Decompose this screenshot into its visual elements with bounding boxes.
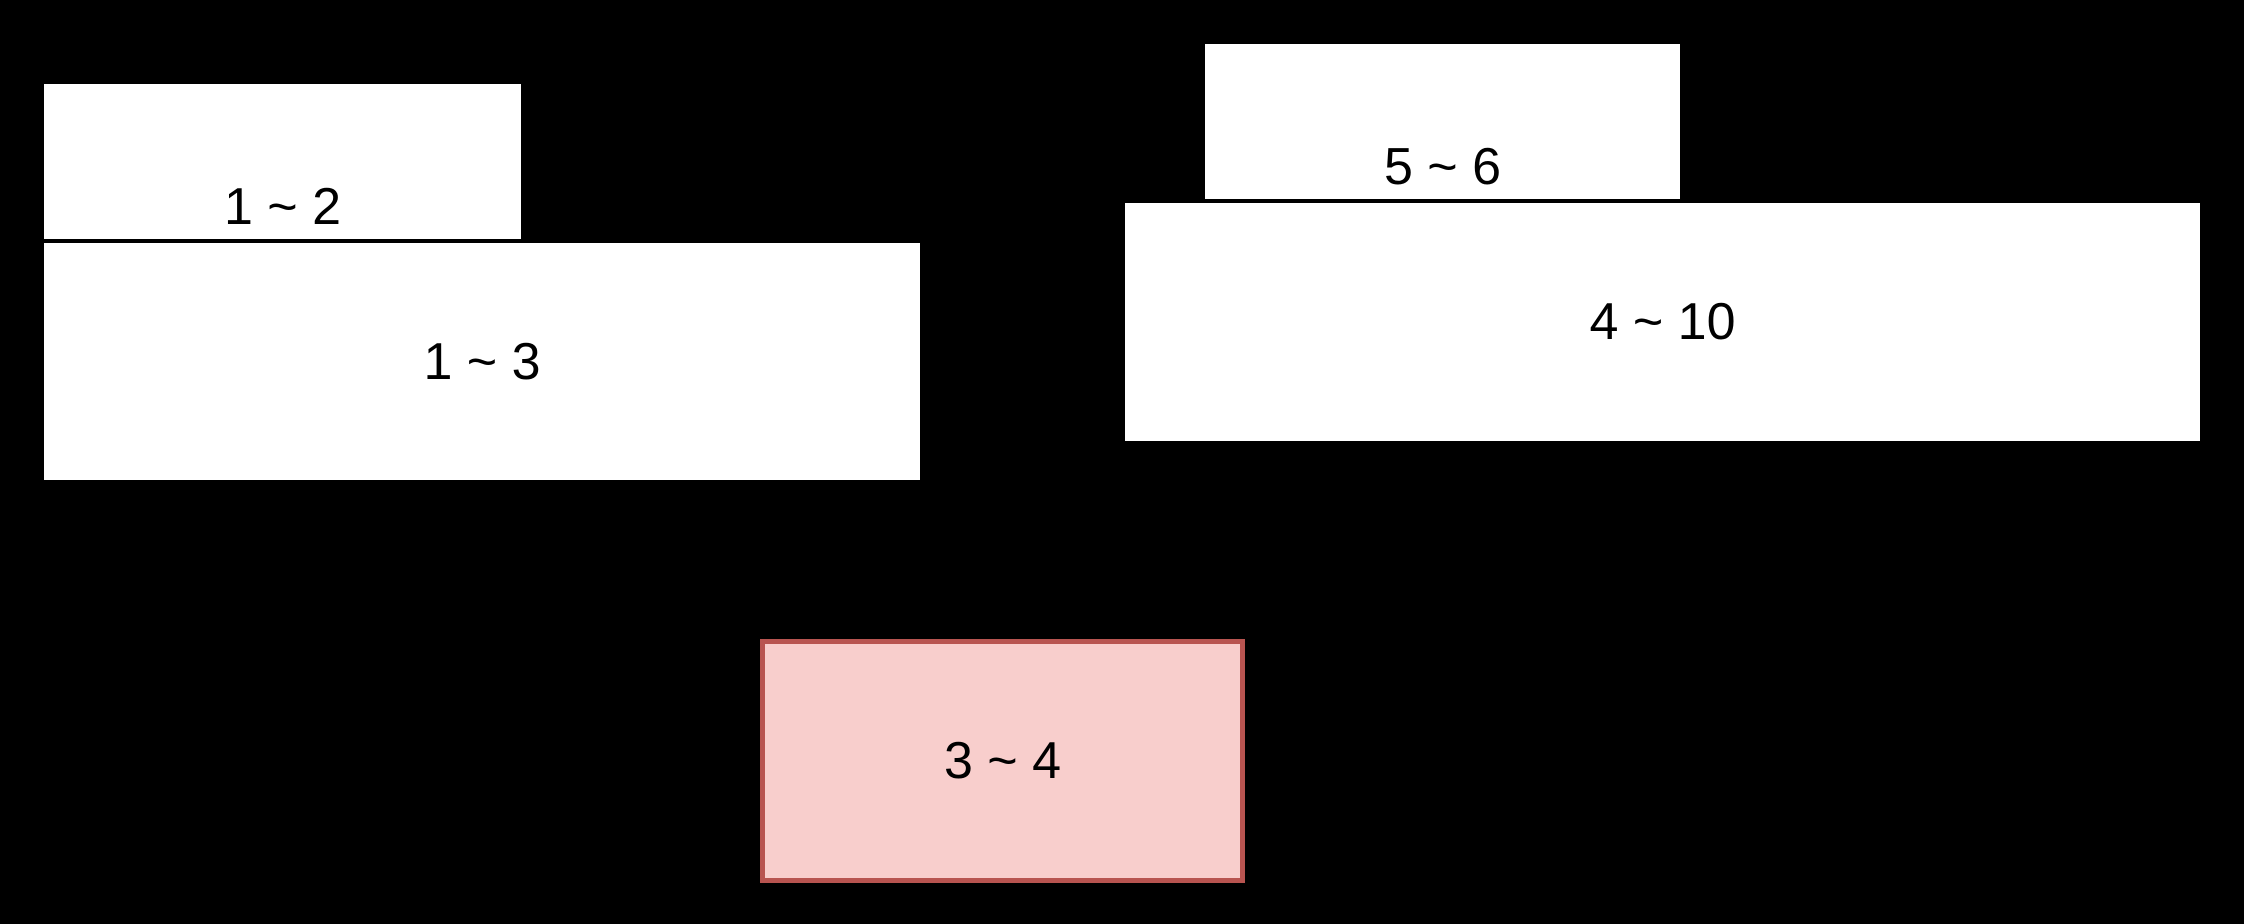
interval-box-4-10[interactable]: 4 ~ 10: [1121, 199, 2204, 445]
interval-label-1-3: 1 ~ 3: [423, 332, 541, 391]
interval-box-1-2[interactable]: 1 ~ 2: [40, 80, 525, 243]
interval-label-5-6: 5 ~ 6: [1383, 138, 1502, 196]
interval-box-1-3[interactable]: 1 ~ 3: [40, 239, 924, 484]
interval-label-1-2: 1 ~ 2: [223, 178, 342, 236]
interval-box-3-4-highlighted[interactable]: 3 ~ 4: [760, 639, 1245, 883]
interval-box-5-6[interactable]: 5 ~ 6: [1201, 40, 1684, 203]
interval-label-4-10: 4 ~ 10: [1589, 293, 1736, 351]
interval-label-3-4: 3 ~ 4: [943, 732, 1062, 790]
